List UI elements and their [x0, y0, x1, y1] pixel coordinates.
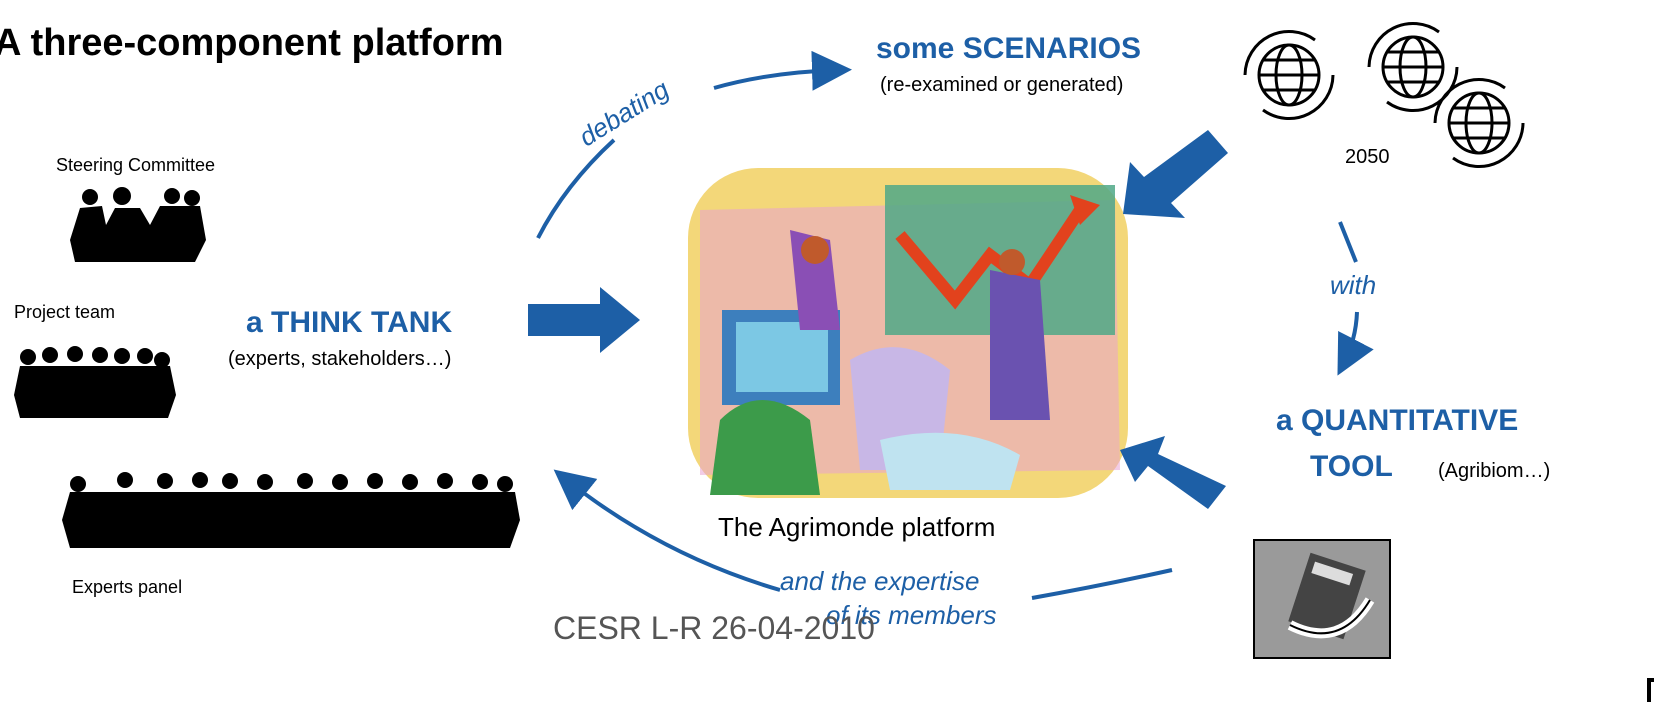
footer-text: CESR L-R 26-04-2010 [553, 610, 875, 646]
globe-icon [1243, 30, 1335, 120]
corner-mark [1647, 678, 1654, 702]
tool-heading-line1: a QUANTITATIVE [1276, 404, 1519, 437]
expertise-label-line1: and the expertise [780, 566, 980, 596]
think-tank-heading: a THINK TANK [246, 306, 453, 339]
with-connector [1338, 221, 1358, 263]
project-team-silhouette [14, 346, 176, 418]
project-team-label: Project team [14, 302, 116, 322]
with-connector-arrow [1337, 311, 1374, 376]
think-tank-subtitle: (experts, stakeholders…) [228, 348, 452, 370]
globe-icon [1367, 22, 1459, 112]
experts-panel-label: Experts panel [72, 577, 183, 597]
center-caption: The Agrimonde platform [718, 512, 996, 542]
scenarios-subtitle: (re-examined or generated) [880, 74, 1124, 96]
steering-committee-label: Steering Committee [56, 155, 216, 175]
tool-subtitle: (Agribiom…) [1438, 460, 1551, 482]
calculator-icon [1253, 539, 1391, 659]
expertise-connector-arrow [553, 469, 781, 592]
agrimonde-painting [688, 168, 1128, 498]
scenarios-heading: some SCENARIOS [876, 32, 1142, 65]
tool-heading-line2: TOOL [1310, 450, 1393, 483]
debating-connector-arrow [713, 50, 852, 91]
steering-committee-silhouette [70, 187, 206, 262]
scenarios-arrow [1123, 130, 1228, 218]
debating-connector [536, 138, 616, 239]
tool-arrow [1120, 436, 1226, 509]
with-label: with [1330, 270, 1377, 300]
expertise-connector [1031, 568, 1173, 600]
globe-year: 2050 [1345, 146, 1390, 168]
page-title: A three-component platform [0, 22, 504, 64]
expertise-label-line2: of its members [826, 600, 997, 630]
globe-icon [1433, 78, 1525, 168]
experts-panel-silhouette [62, 472, 520, 548]
think-tank-arrow [528, 287, 640, 353]
